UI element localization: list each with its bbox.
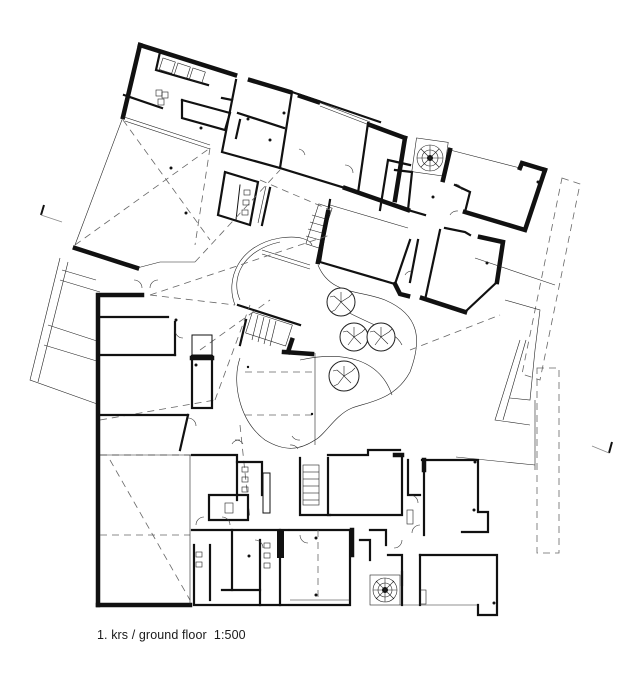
tree-icon: [328, 360, 360, 392]
north-east-wing: [305, 137, 548, 315]
section-marker-left: [40, 204, 63, 223]
south-classrooms: [288, 448, 499, 617]
toilet-block-north: [216, 170, 272, 227]
plan-caption: 1. krs / ground floor 1:500: [97, 628, 246, 642]
tree-icon: [326, 287, 356, 317]
west-block: [95, 292, 215, 608]
west-terrace: [29, 257, 101, 406]
door-swings: [133, 148, 463, 549]
section-marker-right: [591, 441, 613, 454]
west-open-hall: [72, 116, 211, 271]
tree-icon: [339, 322, 369, 352]
tree-icon: [366, 322, 396, 352]
east-dashed-canopy: [455, 177, 581, 554]
central-courtyard: [231, 236, 417, 449]
south-central-block: [190, 453, 290, 607]
north-west-wing: [120, 42, 414, 215]
